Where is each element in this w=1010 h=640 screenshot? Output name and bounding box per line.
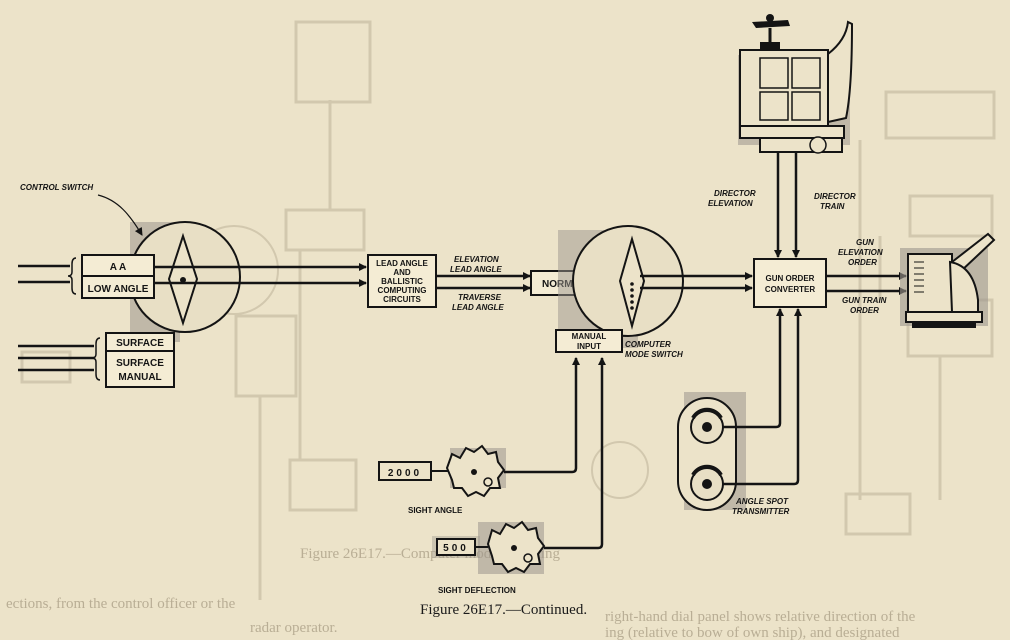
knob-pivot xyxy=(180,277,186,283)
sight-angle-counter-value: 2000 xyxy=(388,468,422,479)
sight-deflection-line xyxy=(544,357,606,550)
bleed-text-bottom-right-2: radar operator. xyxy=(250,620,337,636)
director-output-lines xyxy=(774,152,800,258)
mode-switch-outputs xyxy=(640,272,753,292)
aa-label: A A xyxy=(110,262,126,273)
gun-mount-drawing xyxy=(900,232,996,328)
lead-angle-box: LEAD ANGLE AND BALLISTIC COMPUTING CIRCU… xyxy=(367,254,437,308)
figure-caption: Figure 26E17.—Continued. xyxy=(420,602,587,618)
sight-angle-counter: 2000 xyxy=(378,461,432,481)
surface-label: SURFACE xyxy=(116,338,164,349)
director-train-2: TRAIN xyxy=(820,202,845,211)
surface-manual-label-2: MANUAL xyxy=(118,372,161,383)
aa-input-lines xyxy=(18,257,77,295)
lead-angle-outputs xyxy=(436,272,531,292)
bleed-text-bottom-left: right-hand dial panel shows relative dir… xyxy=(605,609,916,625)
traverse-lead-angle-1: TRAVERSE xyxy=(458,293,502,302)
elevation-lead-angle-2: LEAD ANGLE xyxy=(450,265,502,274)
director-drawing xyxy=(738,14,854,154)
gun-train-order-1: GUN TRAIN xyxy=(842,296,887,305)
bleed-through-layer xyxy=(20,20,996,600)
lead-angle-line-2: AND xyxy=(393,268,411,277)
lead-angle-line-1: LEAD ANGLE xyxy=(376,259,428,268)
gun-order-converter-box: GUN ORDER CONVERTER xyxy=(753,258,827,308)
gun-elevation-order-1: GUN xyxy=(856,238,874,247)
sight-deflection-group: 500 SIGHT DEFLECTION xyxy=(432,520,546,595)
sight-deflection-counter-value: 500 xyxy=(443,543,469,554)
bleed-text-bottom-left-2: ing (relative to bow of own ship), and d… xyxy=(605,625,900,640)
surface-input-lines xyxy=(18,337,101,381)
director-train-1: DIRECTOR xyxy=(814,192,856,201)
elevation-lead-angle-1: ELEVATION xyxy=(454,255,499,264)
lead-angle-line-4: COMPUTING xyxy=(378,286,427,295)
control-switch-pointer xyxy=(97,194,143,236)
computer-mode-switch-group: COMPUTER MODE SWITCH xyxy=(558,225,684,359)
computer-mode-switch-label-1: COMPUTER xyxy=(625,340,671,349)
surface-manual-label-1: SURFACE xyxy=(116,358,164,369)
manual-input-box: MANUAL INPUT xyxy=(555,329,623,353)
gun-elevation-order-3: ORDER xyxy=(848,258,877,267)
gun-elevation-order-2: ELEVATION xyxy=(838,248,883,257)
angle-spot-lines xyxy=(723,308,802,486)
main-signal-lines xyxy=(154,263,367,287)
traverse-lead-angle-2: LEAD ANGLE xyxy=(452,303,504,312)
lead-angle-line-3: BALLISTIC xyxy=(381,277,423,286)
sight-deflection-counter: 500 xyxy=(436,538,476,556)
bleed-text-bottom-right: ections, from the control officer or the xyxy=(6,596,236,612)
sight-angle-line xyxy=(504,357,580,474)
director-elevation-2: ELEVATION xyxy=(708,199,753,208)
sight-angle-group: 2000 SIGHT ANGLE xyxy=(378,444,506,515)
gun-order-line-1: GUN ORDER xyxy=(766,274,815,283)
low-angle-label: LOW ANGLE xyxy=(88,284,149,295)
control-switch-label: CONTROL SWITCH xyxy=(20,183,93,192)
gun-train-order-2: ORDER xyxy=(850,306,879,315)
gun-order-line-2: CONVERTER xyxy=(765,285,815,294)
director-elevation-1: DIRECTOR xyxy=(714,189,756,198)
sight-angle-label: SIGHT ANGLE xyxy=(408,506,463,515)
converter-outputs xyxy=(826,272,907,295)
angle-spot-label-2: TRANSMITTER xyxy=(732,507,790,516)
computer-mode-switch-label-2: MODE SWITCH xyxy=(625,350,683,359)
sight-deflection-label: SIGHT DEFLECTION xyxy=(438,586,516,595)
knob-dots xyxy=(630,282,634,310)
surface-box: SURFACE SURFACE MANUAL xyxy=(105,332,175,388)
angle-spot-label-1: ANGLE SPOT xyxy=(735,497,789,506)
lead-angle-line-5: CIRCUITS xyxy=(383,295,421,304)
angle-spot-transmitter: ANGLE SPOT TRANSMITTER xyxy=(677,392,790,516)
manual-input-line-1: MANUAL xyxy=(572,332,607,341)
manual-input-line-2: INPUT xyxy=(577,342,601,351)
aa-low-angle-box: A A LOW ANGLE xyxy=(81,254,155,299)
